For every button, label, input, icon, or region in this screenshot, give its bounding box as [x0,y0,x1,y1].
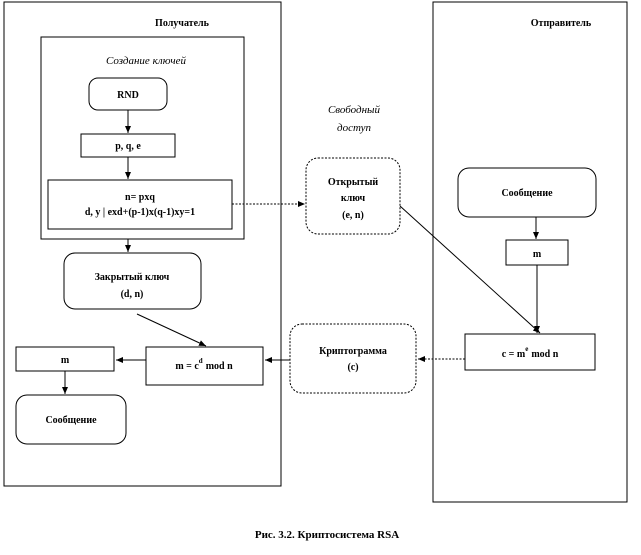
receiver-m-label: m [61,355,70,366]
arrow-private-key-to-decrypt [136,313,207,347]
decrypt-exp: d [199,357,203,365]
public-key-line2: ключ [341,193,366,204]
decrypt-base: m = c [175,361,199,372]
receiver-m-box [15,346,115,372]
sender-title: Отправитель [531,18,592,29]
rnd-label: RND [117,90,139,101]
private-key-box [63,252,202,310]
private-key-line2: (d, n) [121,289,144,300]
free-access-line2: доступ [337,122,371,134]
public-key-line3: (e, n) [342,210,364,221]
n-formula: n= pxq [125,192,155,203]
arrow-public-key-to-encrypt [399,205,541,334]
sender-message-box [457,167,597,218]
encrypt-exp: e [525,345,528,353]
free-access-line1: Свободный [328,104,381,116]
public-key-line1: Открытый [328,177,379,188]
sender-m-label: m [533,249,542,260]
cryptogram-box [289,323,417,394]
cryptogram-line2: (c) [347,362,358,373]
sender-m-box [505,239,569,266]
encrypt-tail: mod n [531,349,558,360]
encrypt-box [464,333,596,371]
receiver-message-box [15,394,127,445]
figure-caption: Рис. 3.2. Криптосистема RSA [255,529,399,541]
encrypt-base: c = m [502,349,526,360]
decrypt-tail: mod n [206,361,233,372]
cryptogram-line1: Криптограмма [319,346,387,357]
receiver-message-label: Сообщение [45,415,97,426]
public-key-box [305,157,401,235]
d-formula: d, y | exd+(p-1)x(q-1)xy=1 [85,207,195,218]
receiver-title: Получатель [155,18,210,29]
private-key-line1: Закрытый ключ [95,272,170,283]
pqe-label: p, q, e [115,141,141,152]
key-creation-title: Создание ключей [106,55,186,67]
n-d-box [47,179,233,230]
sender-message-label: Сообщение [501,188,553,199]
decrypt-box [145,346,264,386]
